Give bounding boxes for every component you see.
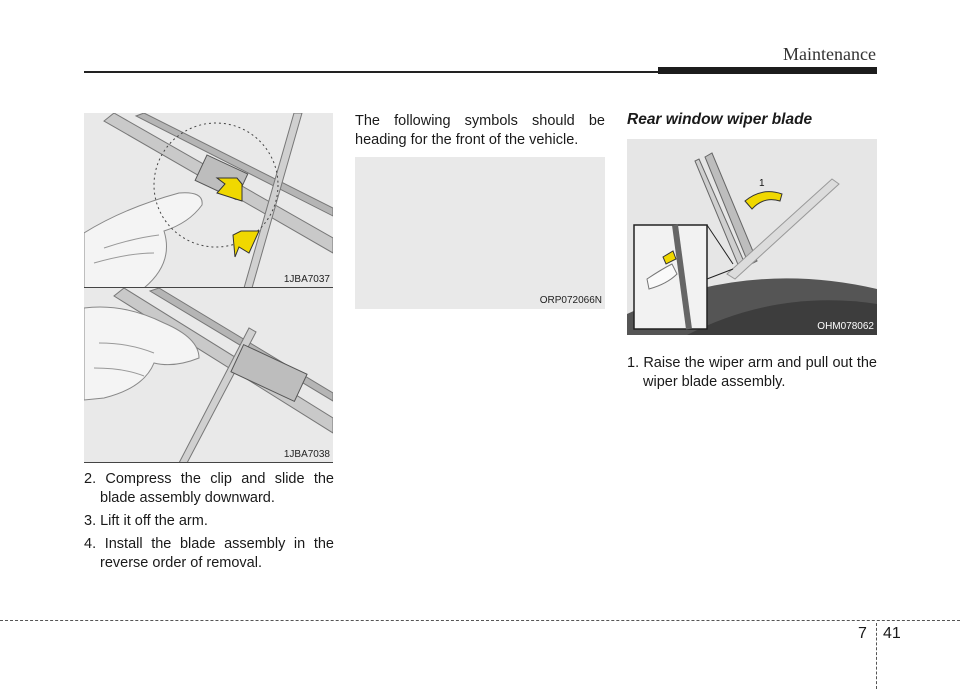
figure-rule: [84, 462, 333, 463]
symbols-note: The following symbols should be heading …: [355, 113, 605, 148]
figure-code: OHM078062: [817, 321, 874, 332]
callout-number: 1: [759, 178, 765, 189]
figure-code: 1JBA7037: [283, 274, 330, 285]
header-rule: [84, 71, 660, 73]
steps-list-left: 2. Compress the clip and slide the blade…: [84, 470, 334, 577]
page-number: 41: [883, 625, 901, 642]
chapter-number: 7: [858, 625, 867, 642]
figure-wiper-lift-off: 1JBA7038: [84, 288, 333, 463]
step-2: 2. Compress the clip and slide the blade…: [84, 471, 334, 506]
section-heading: Rear window wiper blade: [627, 111, 813, 128]
wiper-clip-illustration: [84, 113, 333, 288]
step-4: 4. Install the blade assembly in the rev…: [84, 536, 334, 571]
step-1: 1. Raise the wiper arm and pull out the …: [627, 355, 877, 390]
header-rule-bar: [658, 67, 877, 74]
footer-rule: [0, 620, 960, 621]
figure-symbols: ORP072066N: [355, 157, 605, 309]
wiper-lift-illustration: [84, 288, 333, 463]
figure-rule: [84, 287, 333, 288]
rear-wiper-illustration: 1: [627, 152, 877, 335]
footer-divider: [876, 623, 877, 689]
step-3: 3. Lift it off the arm.: [84, 513, 208, 529]
steps-list-right: 1. Raise the wiper arm and pull out the …: [627, 354, 877, 396]
figure-rear-wiper: 1 OHM078062: [627, 139, 877, 335]
figure-code: ORP072066N: [539, 295, 602, 306]
figure-wiper-clip-compress: 1JBA7037: [84, 113, 333, 288]
figure-code: 1JBA7038: [283, 449, 330, 460]
page-header-title: Maintenance: [783, 44, 876, 64]
